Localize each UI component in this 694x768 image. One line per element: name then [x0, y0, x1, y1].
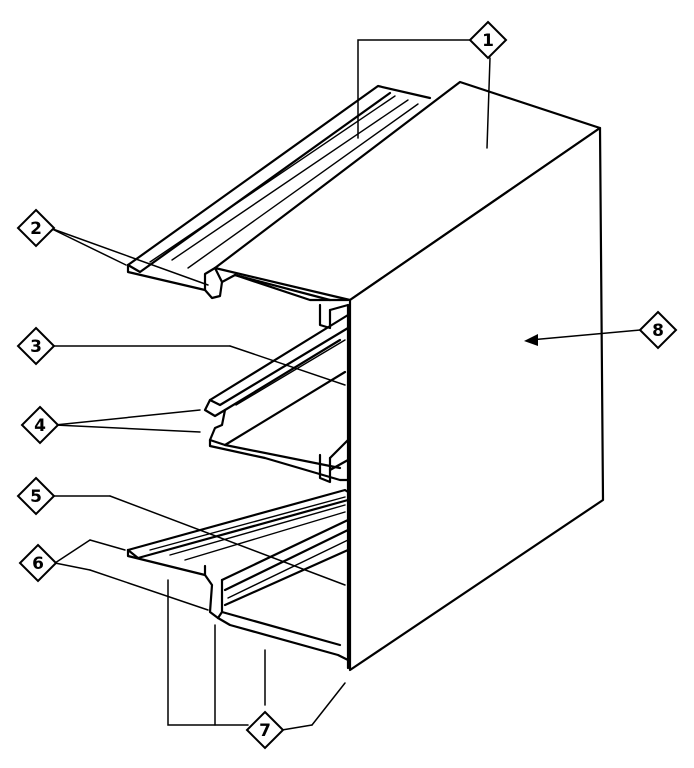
callout-8: 8	[638, 310, 678, 350]
callout-3-label: 3	[30, 337, 42, 357]
callout-2-label: 2	[30, 219, 42, 239]
callout-2: 2	[16, 208, 56, 248]
middle-channel	[203, 313, 350, 484]
callout-4-label: 4	[34, 416, 46, 436]
callout-5-label: 5	[30, 487, 42, 507]
bottom-flange	[126, 488, 350, 662]
callout-7: 7	[245, 710, 285, 750]
callout-8-label: 8	[652, 321, 664, 341]
callout-1-label: 1	[482, 31, 494, 51]
callout-7-label: 7	[259, 721, 271, 741]
callout-6-label: 6	[32, 554, 44, 574]
callout-5: 5	[16, 476, 56, 516]
callout-4: 4	[20, 405, 60, 445]
leader-lines	[49, 39, 641, 731]
callout-3: 3	[16, 326, 56, 366]
front-face	[348, 126, 605, 672]
profile-body	[213, 80, 605, 672]
callout-1: 1	[468, 20, 508, 60]
top-flange	[126, 84, 432, 330]
callout-6: 6	[18, 543, 58, 583]
